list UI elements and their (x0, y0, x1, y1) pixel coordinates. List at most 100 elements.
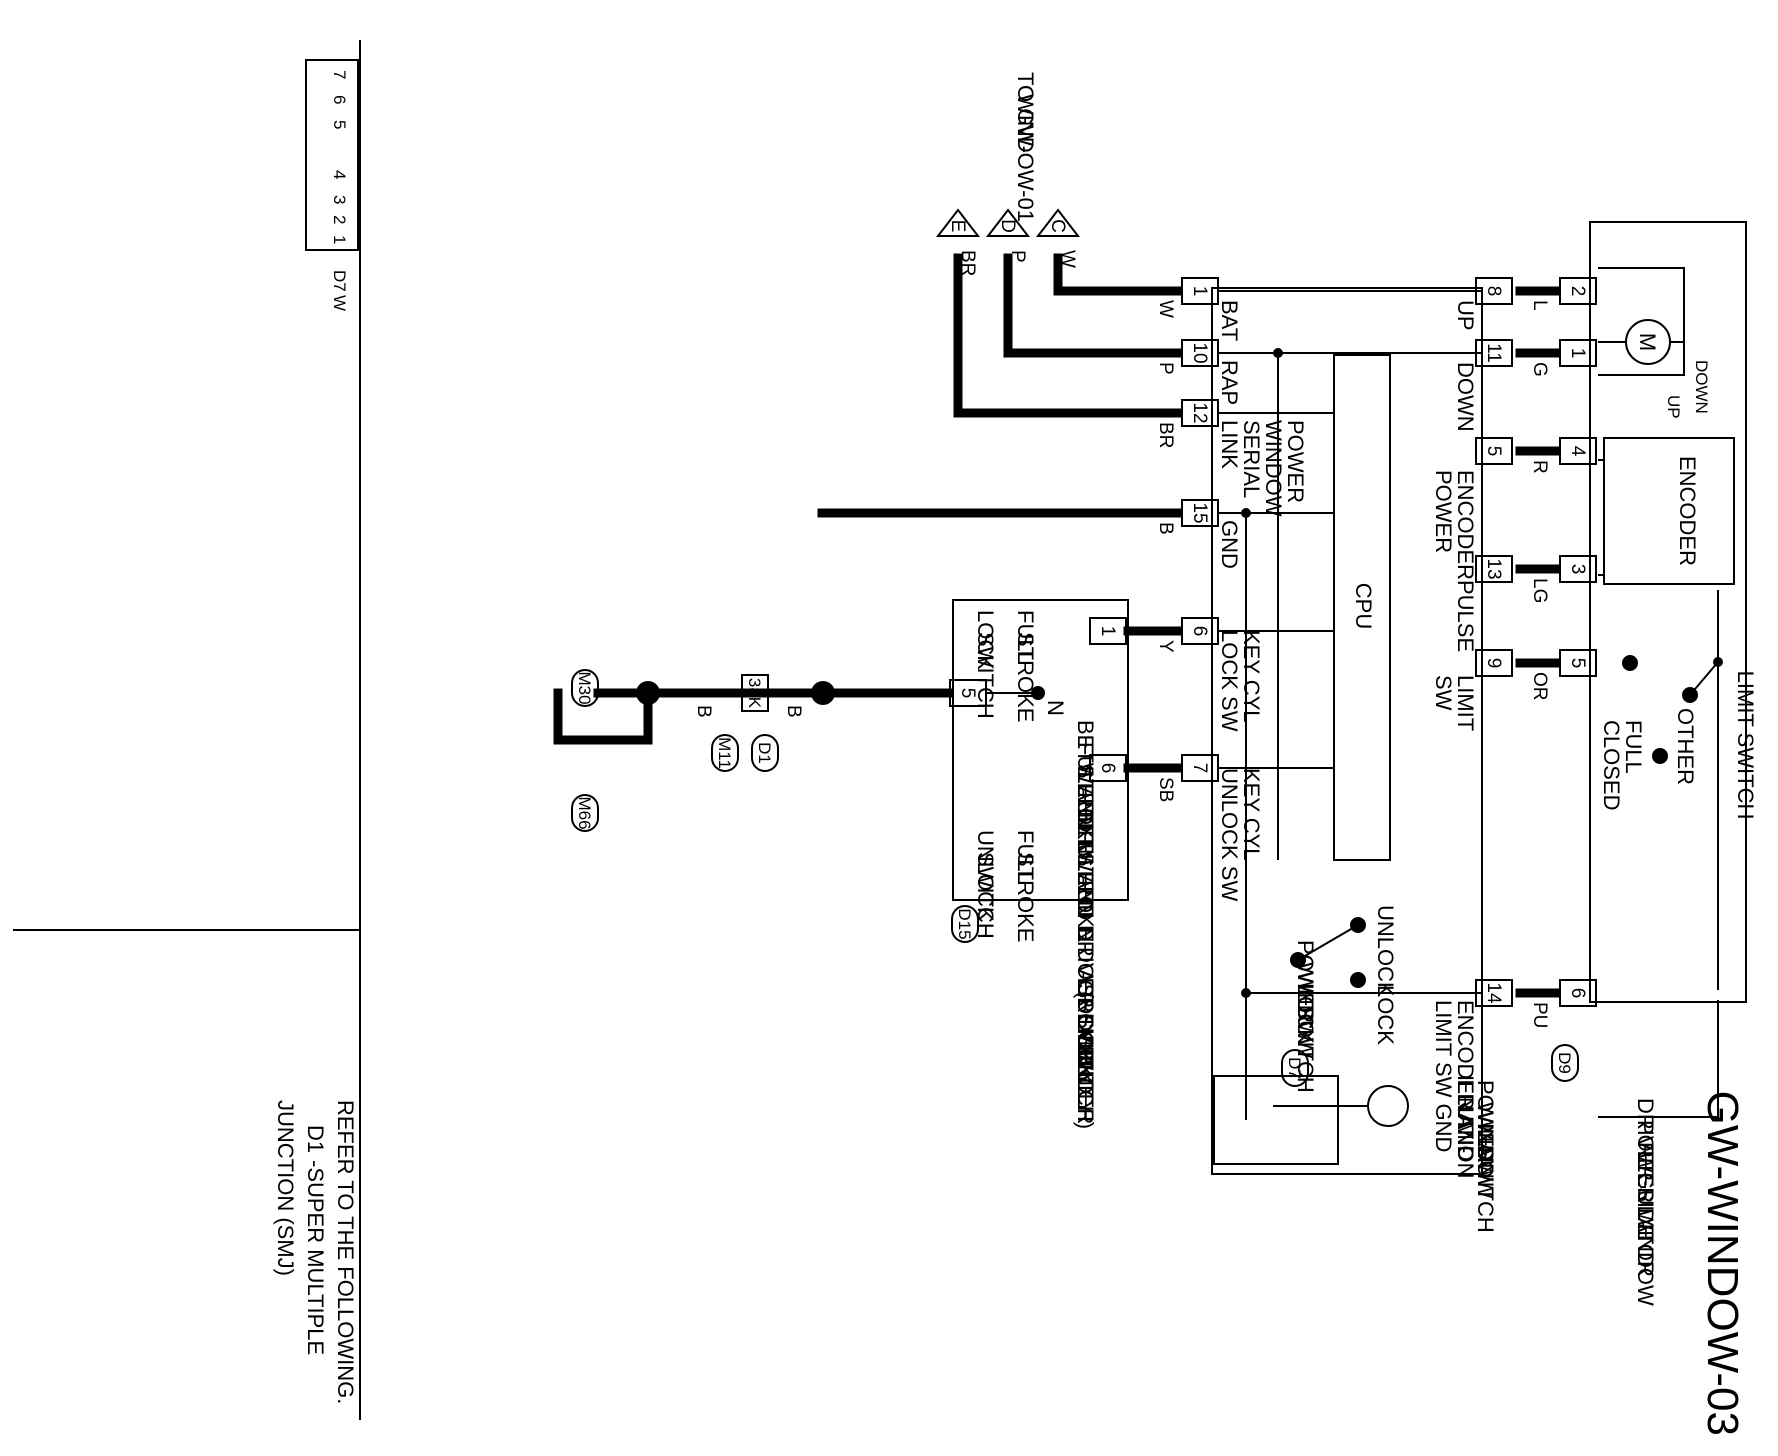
wire-color-G: G (1529, 362, 1550, 377)
ground-m30-badge (571, 669, 599, 707)
up-label: UP (1664, 395, 1683, 419)
pin-label-pulse: PULSE (1453, 580, 1478, 652)
pin-label-rap: RAP (1217, 360, 1242, 405)
offpage-E-wire: BR (957, 250, 978, 276)
ground-branch (553, 688, 653, 745)
pin-label-down: DOWN (1453, 362, 1478, 432)
wire-color-L: L (1529, 300, 1550, 311)
d7-cell: 7 (330, 70, 349, 79)
regulator-name-2: POWER WINDOW (1633, 1120, 1658, 1306)
down-label: DOWN (1692, 360, 1711, 414)
pin-label-serial-3: SERIAL (1239, 420, 1264, 498)
full-closed-label-1: FULL (1621, 720, 1646, 774)
offpage-C-arrow (1035, 208, 1081, 237)
main-pin-12: 12 (1189, 402, 1210, 423)
main-left-harness: W P BR B Y SB (817, 253, 1183, 802)
illumination-label-2: NATION (1453, 1097, 1478, 1178)
offpage-D-arrow (985, 208, 1031, 237)
footnote-line-2: -SUPER MULTIPLE (303, 1160, 328, 1355)
door-lock-name-3: ASSEMBLY (1073, 969, 1098, 1086)
door-lock-name-5: CYLINDER (1073, 1013, 1098, 1124)
main-switch-name-3: MAIN (1473, 1124, 1498, 1179)
ground-circuit: 38K B B D1 M11 M30 M66 (553, 669, 953, 832)
regulator-connector-id: D9 (1555, 1052, 1574, 1074)
connector-views: 7 6 5 4 3 2 1 D7 W (305, 59, 359, 311)
main-pin-box (1475, 555, 1513, 583)
main-pin-15: 15 (1189, 502, 1210, 523)
encoder-label: ENCODER (1675, 456, 1700, 566)
pin-label-keycyl-lock-1: KEY CYL (1239, 630, 1264, 723)
junction-dot (1241, 988, 1251, 998)
footnote: REFER TO THE FOLLOWING. D1 -SUPER MULTIP… (273, 1100, 358, 1404)
wire-color-LG: LG (1529, 578, 1550, 603)
offpage-connectors: C D E W P BR TO GW- WINDOW-01 (935, 72, 1081, 276)
d7-view-id: D7 (330, 270, 349, 292)
ground-m66-badge (571, 794, 599, 832)
junction-d1: D1 (755, 742, 774, 764)
lock-side-4: AND N (1073, 786, 1098, 854)
unlock-side-4: AND N (1073, 874, 1098, 942)
ground-wire-color-2: B (693, 705, 714, 718)
illumination-label-1: ILLUMI- (1453, 1075, 1478, 1153)
pin-label-serial-2: WINDOW (1261, 420, 1286, 517)
main-pin-9: 9 (1483, 658, 1504, 669)
unlock-full-1: FULL (1013, 830, 1038, 884)
other-label: OTHER (1673, 708, 1698, 785)
lock-side-2: FULL (1073, 742, 1098, 796)
wire-color-R: R (1529, 460, 1550, 474)
regulator-name-3: REGULATOR (1633, 1142, 1658, 1277)
wire-color-P: P (1155, 362, 1176, 375)
offpage-D: D (997, 219, 1018, 233)
pin-label-sw: SW (1431, 675, 1456, 711)
lock-switch-name-3: LOCK (1293, 984, 1318, 1044)
regulator-harness: L G R LG OR PU (1515, 286, 1561, 1028)
door-lock-assembly: 1 6 5 N BETWEEN FULL STROKE AND N FULL S… (949, 599, 1129, 1129)
footnote-connector: D1 (303, 1125, 328, 1153)
d7-view-color: W (330, 295, 349, 311)
d7-cell: 1 (330, 235, 349, 244)
wire-color-OR: OR (1529, 672, 1550, 701)
junction-dot (1241, 508, 1251, 518)
other-contact (1622, 655, 1638, 671)
pin-label-gnd: GND (1217, 520, 1242, 569)
lock-switch-2: SWITCH (973, 632, 998, 719)
lock-switch-name-1: POWER (1293, 940, 1318, 1023)
pin6-wire (1598, 1000, 1719, 1118)
wire-color-PU: PU (1529, 1002, 1550, 1028)
pin-label-encoder-and: ENCODER AND (1453, 1000, 1478, 1161)
door-neutral-contact (1031, 686, 1045, 700)
unlock-side-3: STROKE (1073, 852, 1098, 942)
ground-splice-1 (811, 681, 835, 705)
main-switch-box (1211, 287, 1483, 1175)
main-switch-box-ext (1213, 1075, 1339, 1165)
unlock-side-1: BETWEEN (1073, 808, 1098, 917)
diagram-title: GW-WINDOW-03 (1698, 1091, 1747, 1436)
unlock-side-2: FULL (1073, 830, 1098, 884)
door-lock-name-6: SWITCH) (1073, 1035, 1098, 1129)
ground-wire-color-1: B (783, 705, 804, 718)
pin-label-keycyl-unlock-2: UNLOCK SW (1217, 768, 1242, 901)
unlock-label: UNLOCK (1373, 905, 1398, 997)
wire-color-B: B (1155, 522, 1176, 535)
junction-dot (1273, 348, 1283, 358)
reg-pin-6: 6 (1567, 988, 1588, 999)
encoder-box (1603, 437, 1735, 585)
junction-m11-badge (711, 734, 739, 772)
door-pin-1: 1 (1097, 626, 1118, 637)
offpage-C: C (1047, 219, 1068, 233)
cpu-label: CPU (1351, 583, 1376, 629)
main-pin-7: 7 (1189, 763, 1210, 774)
ground-m30: M30 (575, 671, 594, 704)
offpage-E-arrow (935, 208, 981, 237)
footnote-line-3: JUNCTION (SMJ) (273, 1100, 298, 1276)
main-pin-8: 8 (1483, 286, 1504, 297)
door-neutral-label: N (1043, 700, 1068, 716)
unlock-switch-1: UNLOCK (973, 830, 998, 922)
main-pin-10: 10 (1189, 342, 1210, 363)
door-lock-name-1: DRIVER SIDE (1073, 925, 1098, 1066)
pin-label-serial-1: POWER (1283, 420, 1308, 503)
junction-m11: M11 (715, 737, 734, 769)
lock-side-1: BETWEEN (1073, 720, 1098, 829)
